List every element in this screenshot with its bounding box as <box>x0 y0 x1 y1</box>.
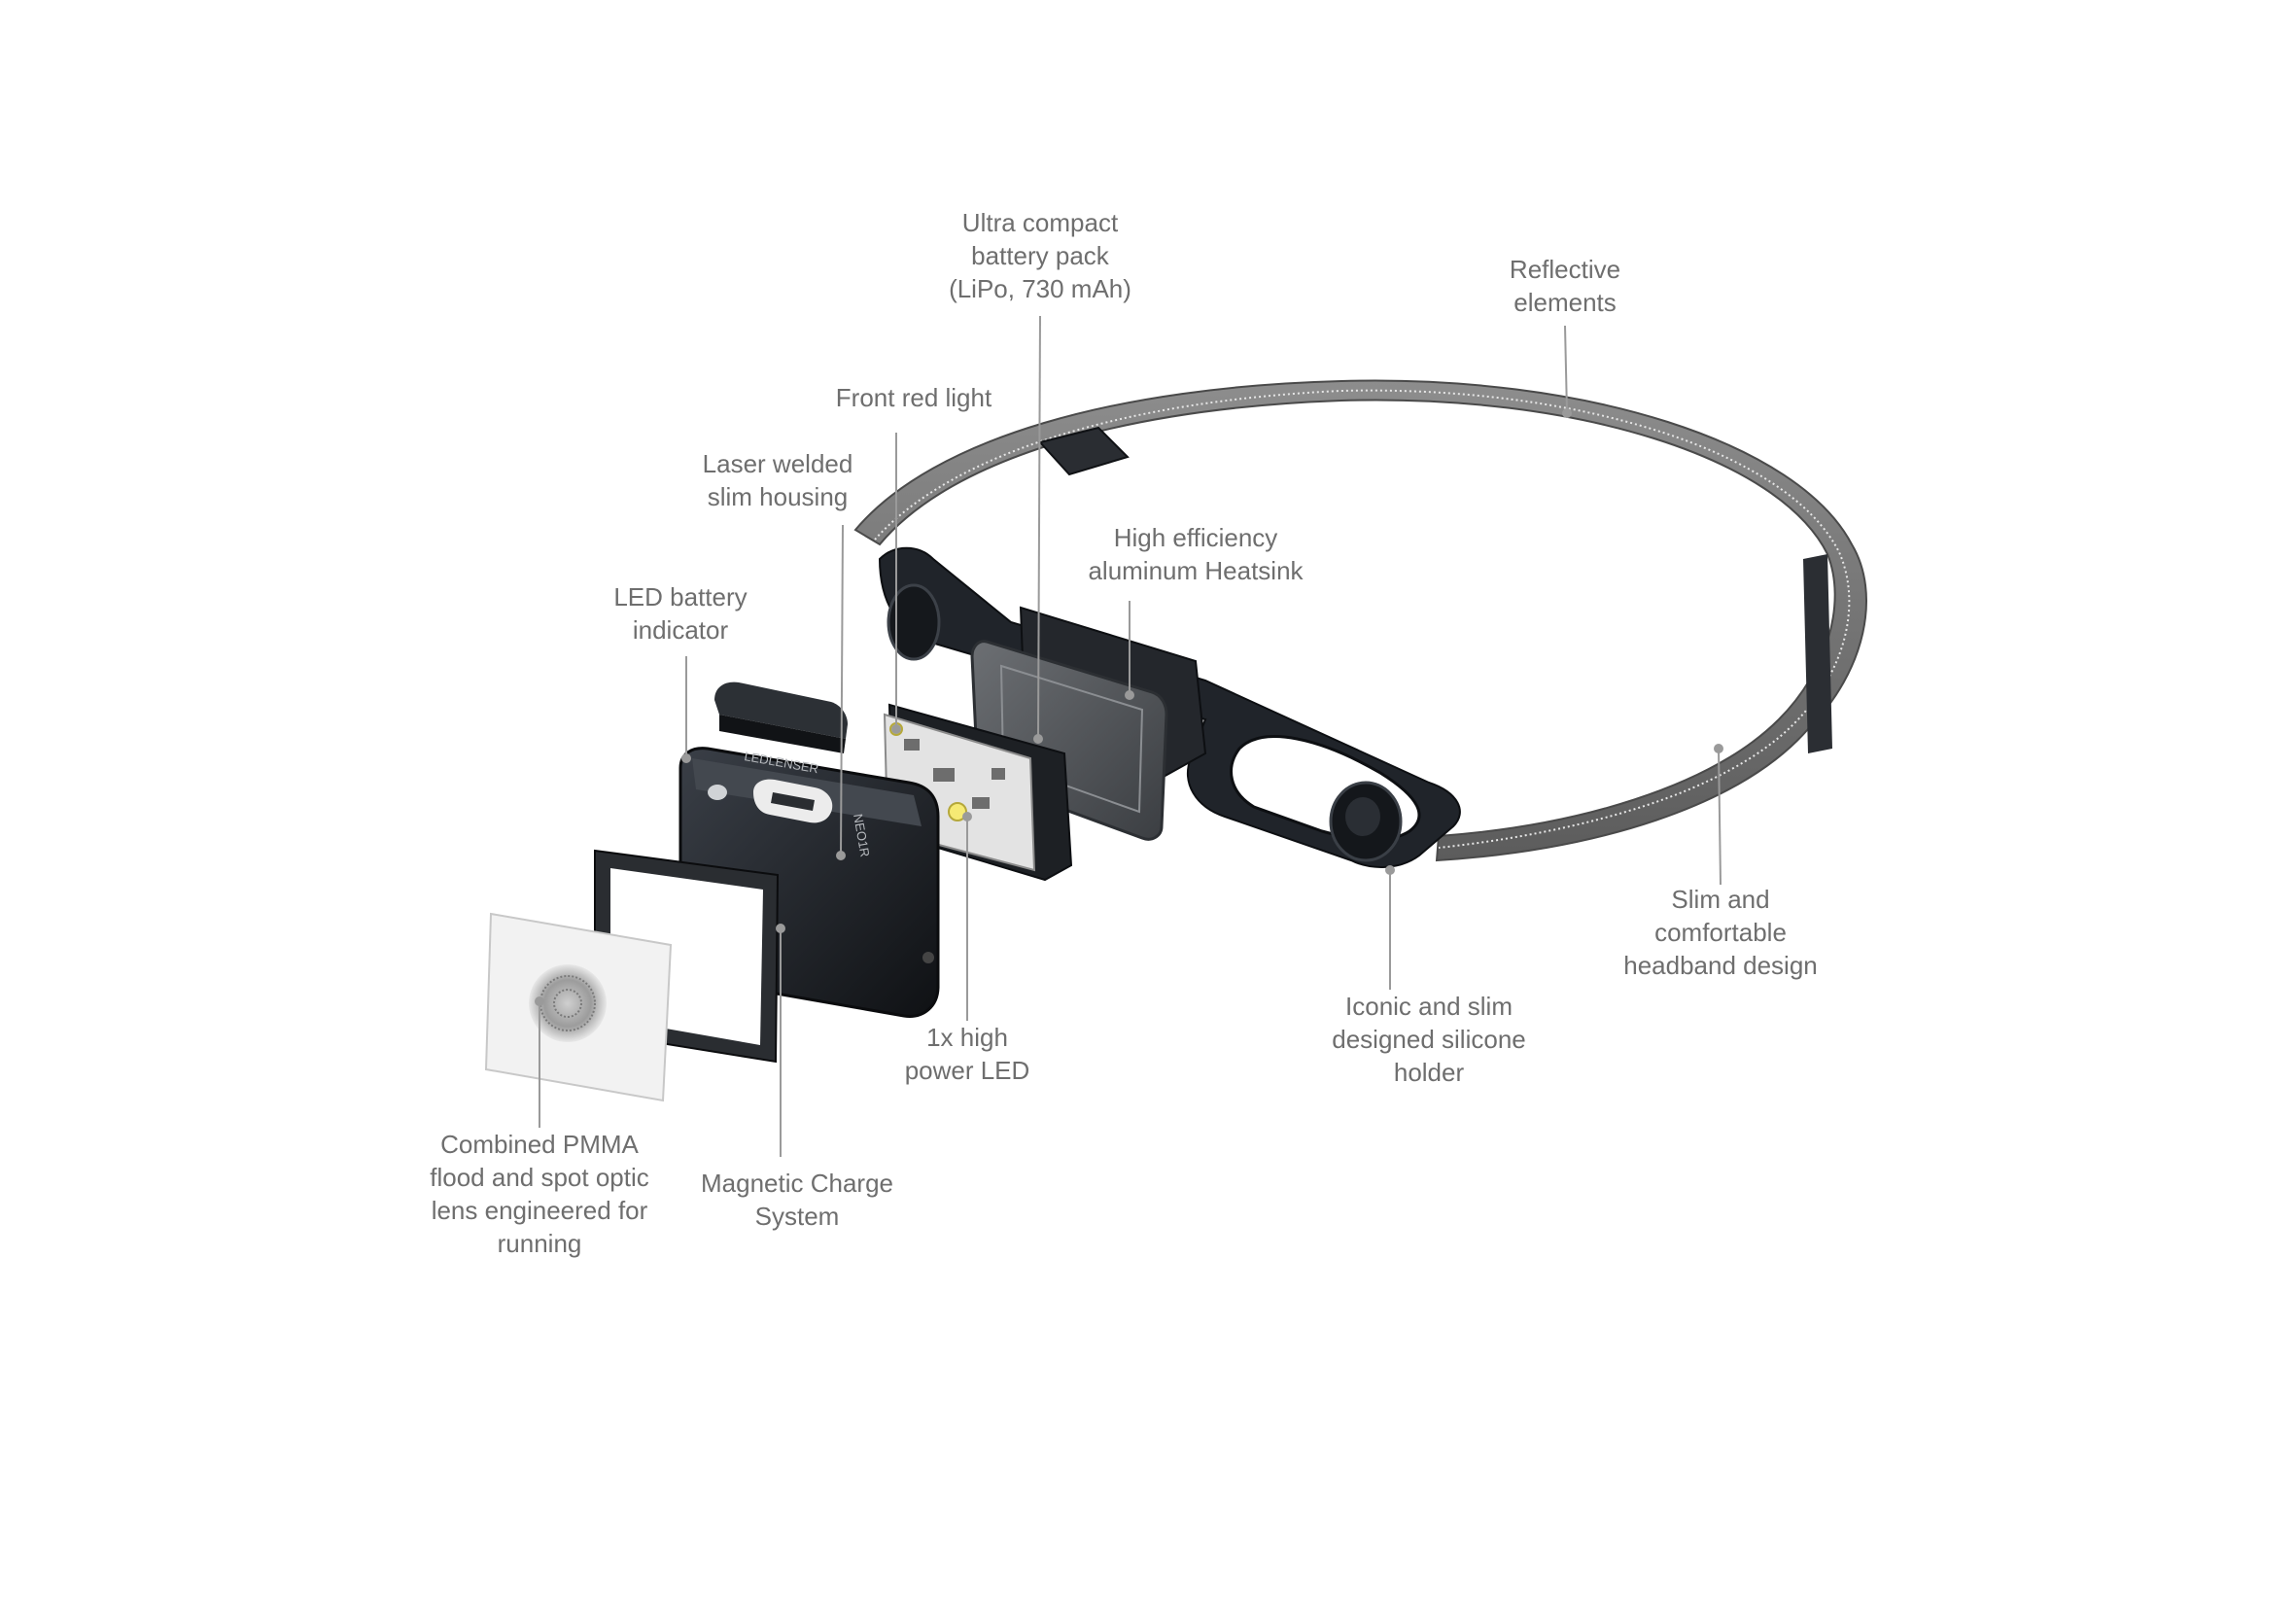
label-aluminum-heatsink: High efficiency aluminum Heatsink <box>1088 523 1304 585</box>
label-high-power-led: 1x high power LED <box>904 1023 1030 1085</box>
leader-reflective <box>1564 325 1568 414</box>
leader-slim-headband <box>1718 748 1722 886</box>
leader-battery-pack <box>1037 315 1041 740</box>
label-silicone-holder: Iconic and slim designed silicone holder <box>1332 992 1526 1087</box>
headband-trim <box>1803 554 1832 753</box>
headband-strap-back <box>853 379 1867 862</box>
label-pmma-lens: Combined PMMA flood and spot optic lens … <box>430 1130 649 1258</box>
strap-buckle <box>1038 426 1130 476</box>
led-battery-indicator <box>708 785 727 800</box>
label-led-battery-indicator: LED battery indicator <box>613 582 748 645</box>
pmma-lens <box>484 912 673 1102</box>
button-cap <box>714 681 848 753</box>
label-front-red-light: Front red light <box>835 383 992 412</box>
high-power-led <box>948 802 967 821</box>
label-reflective-elements: Reflective elements <box>1509 255 1621 317</box>
label-slim-headband: Slim and comfortable headband design <box>1623 885 1818 980</box>
side-ring <box>887 583 941 661</box>
label-laser-welded-housing: Laser welded slim housing <box>702 449 853 511</box>
leader-lines <box>535 315 1723 1157</box>
leader-laser-welded <box>840 524 844 856</box>
label-battery-pack: Ultra compact battery pack (LiPo, 730 mA… <box>949 208 1131 303</box>
label-magnetic-charge: Magnetic Charge System <box>701 1169 893 1231</box>
